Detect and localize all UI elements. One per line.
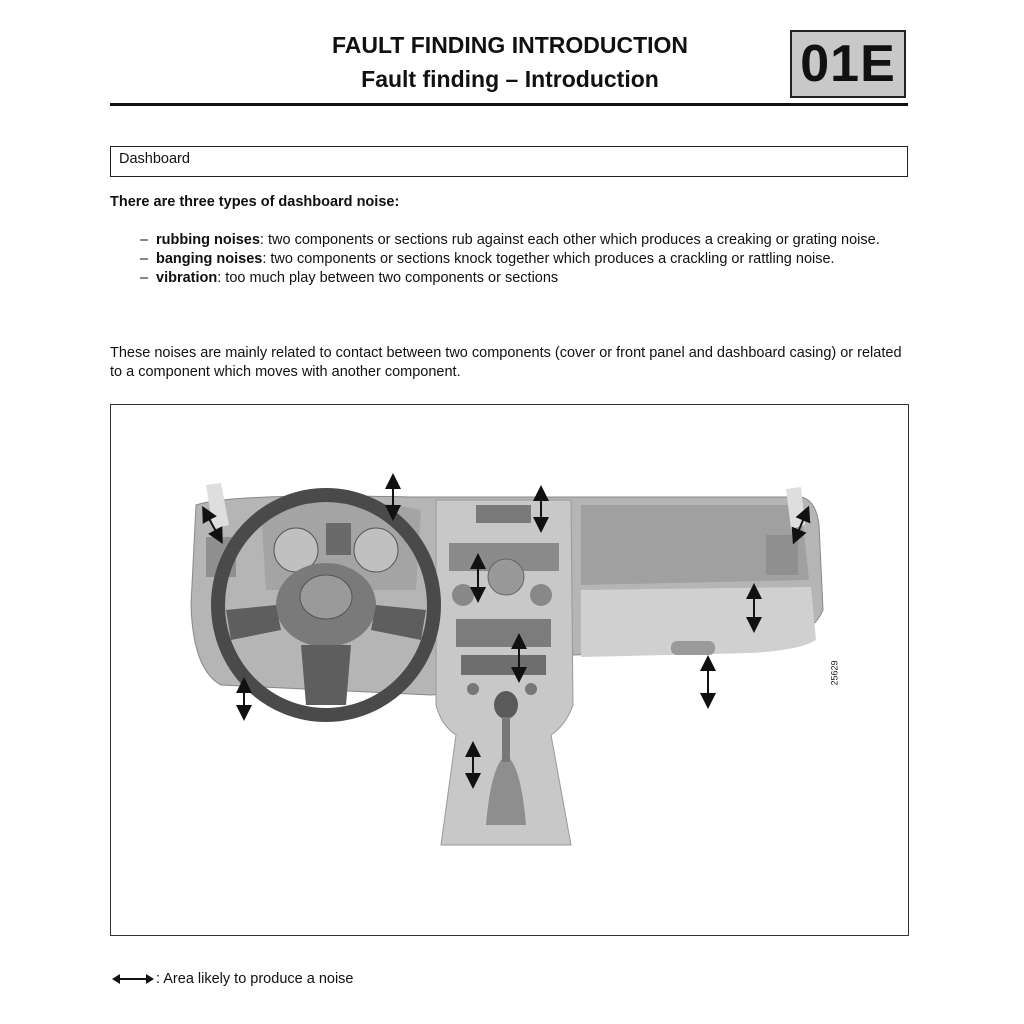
dashboard-figure — [110, 404, 909, 936]
noise-term: banging noises — [156, 251, 263, 267]
noise-desc: : two components or sections rub against… — [259, 232, 880, 248]
list-item: –banging noises: two components or secti… — [140, 251, 835, 267]
list-item: –vibration: too much play between two co… — [140, 270, 559, 286]
header-rule — [110, 103, 908, 106]
gear-boot — [486, 755, 526, 825]
legend: : Area likely to produce a noise — [112, 971, 353, 987]
page-title: FAULT FINDING INTRODUCTION — [331, 32, 689, 58]
section-label-box: Dashboard — [110, 146, 908, 177]
legend-text: : Area likely to produce a noise — [156, 971, 354, 987]
noise-area-arrows — [202, 473, 811, 789]
steering-wheel — [211, 488, 441, 722]
double-arrow-icon — [112, 974, 154, 984]
intro-text: There are three types of dashboard noise… — [110, 194, 400, 210]
gear-knob — [494, 691, 518, 719]
list-item: –rubbing noises: two components or secti… — [140, 232, 880, 248]
section-code-badge: 01E — [790, 30, 906, 98]
body-paragraph: These noises are mainly related to conta… — [110, 345, 902, 380]
radio-unit — [456, 619, 551, 647]
noise-term: rubbing noises — [156, 232, 260, 248]
noise-desc: : two components or sections knock toget… — [262, 251, 835, 267]
page-subtitle: Fault finding – Introduction — [361, 66, 659, 92]
figure-id: 25629 — [829, 660, 840, 686]
glovebox-handle — [671, 641, 715, 655]
center-display — [476, 505, 531, 523]
noise-type-list: –rubbing noises: two components or secti… — [140, 231, 910, 288]
noise-term: vibration — [156, 270, 218, 286]
section-label: Dashboard — [119, 151, 190, 167]
noise-desc: : too much play between two components o… — [217, 270, 559, 286]
dashboard-illustration — [190, 473, 824, 846]
